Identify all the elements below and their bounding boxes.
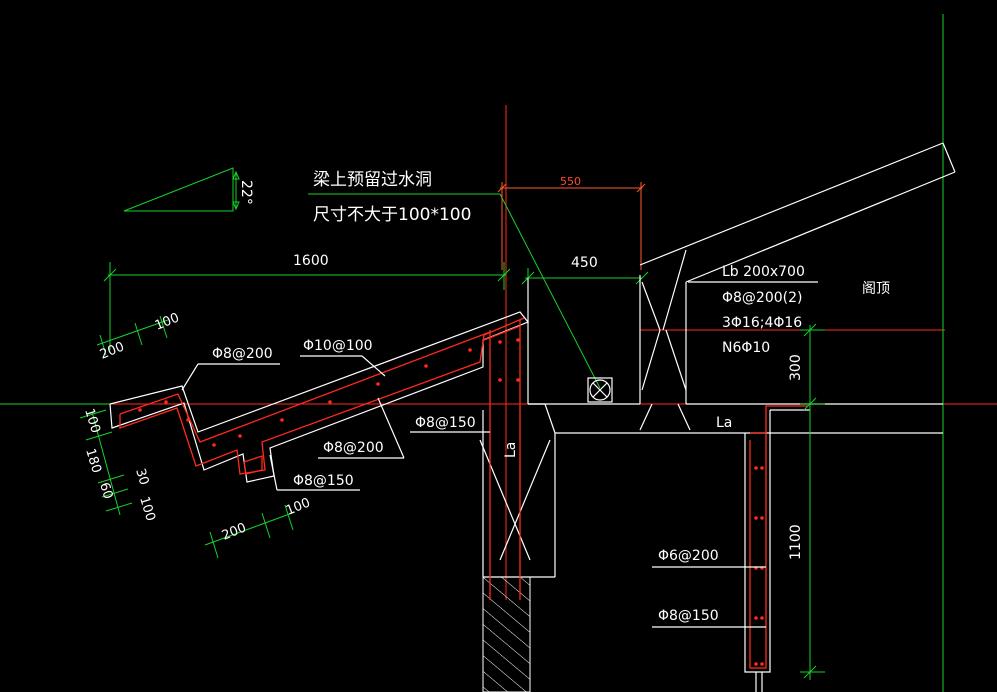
floor-slab xyxy=(528,403,943,434)
drain-hole-marker xyxy=(587,377,613,403)
attic-label: 阁顶 xyxy=(862,281,890,297)
dim-1100-label: 1100 xyxy=(788,524,804,560)
dim-60-label: 60 xyxy=(96,481,115,501)
rebar-annotations: Φ8@200 Φ10@100 Φ8@150 Φ8@200 Φ8@150 Φ6@2… xyxy=(181,338,766,628)
dim-300-label: 300 xyxy=(788,354,804,381)
vertical-rebar-cage xyxy=(744,405,810,692)
slope-angle-label: 22° xyxy=(238,180,254,205)
dim-450-label: 450 xyxy=(571,255,598,271)
note-line-2: 尺寸不大于100*100 xyxy=(313,205,471,225)
dim-100-bottom-label: 100 xyxy=(284,496,313,519)
beam-stirrup-label: Φ8@200(2) xyxy=(722,290,802,306)
dim-100-left2-label: 100 xyxy=(136,495,158,523)
dim-30-label: 30 xyxy=(132,467,151,487)
rebar-phi10-100: Φ10@100 xyxy=(303,338,373,354)
note-leader xyxy=(499,193,601,389)
dim-200-bottom-label: 200 xyxy=(220,521,249,544)
rebar-phi6-200: Φ6@200 xyxy=(658,548,719,564)
la-vertical-label: La xyxy=(503,442,519,458)
left-dimensions: 200 100 100 180 30 60 100 200 100 xyxy=(79,311,313,559)
rebar-phi8-150-b: Φ8@150 xyxy=(293,473,354,489)
cantilever-rebar xyxy=(119,317,525,600)
beam-side-label: N6Φ10 xyxy=(722,340,770,356)
column xyxy=(479,410,556,692)
beam-main-label: 3Φ16;4Φ16 xyxy=(722,315,802,331)
cantilever-slab xyxy=(109,311,529,483)
dimension-550: 550 xyxy=(497,175,646,270)
rebar-phi8-200-a: Φ8@200 xyxy=(212,346,273,362)
beam-lb-label: Lb 200x700 xyxy=(722,264,805,280)
dim-100-top-label: 100 xyxy=(153,311,182,334)
dim-550-label: 550 xyxy=(560,175,581,188)
la-upper-label: La xyxy=(716,415,732,431)
rebar-phi8-150-a: Φ8@150 xyxy=(415,415,476,431)
dimension-300: 300 xyxy=(788,323,825,411)
rebar-phi8-150-c: Φ8@150 xyxy=(658,608,719,624)
dim-180-label: 180 xyxy=(82,447,104,475)
dim-1600-label: 1600 xyxy=(293,253,329,269)
slope-indicator: 22° xyxy=(123,167,254,212)
dimension-1100: 1100 xyxy=(788,404,825,680)
dimension-1600: 1600 xyxy=(103,253,511,350)
note-line-1: 梁上预留过水洞 xyxy=(313,170,432,190)
dim-100-left-label: 100 xyxy=(81,407,103,435)
roof-slab xyxy=(639,142,956,283)
beam-upstand xyxy=(527,249,691,431)
wall-hatch xyxy=(482,576,531,692)
rebar-phi8-200-b: Φ8@200 xyxy=(323,440,384,456)
